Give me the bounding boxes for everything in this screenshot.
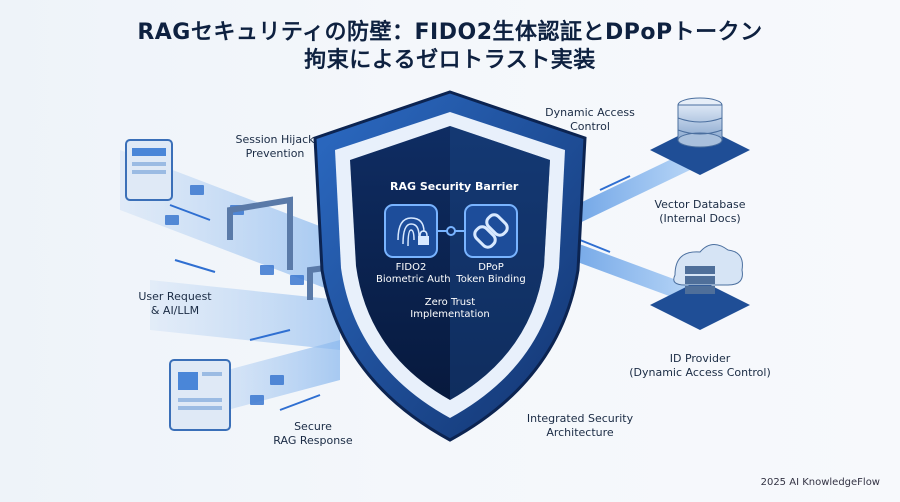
fido-label: FIDO2 Biometric Auth xyxy=(376,262,451,286)
id-provider-label: ID Provider (Dynamic Access Control) xyxy=(615,352,785,380)
zero-trust-line-1: Zero Trust xyxy=(424,297,476,308)
fingerprint-lock-icon xyxy=(384,204,438,258)
right-data-streams xyxy=(545,155,690,300)
title-line-1: RAGセキュリティの防壁：FIDO2生体認証とDPoPトークン xyxy=(137,20,763,45)
id-provider-line-1: ID Provider xyxy=(669,352,731,365)
secure-response-line-1: Secure xyxy=(294,420,332,433)
browser-window-icon xyxy=(125,139,173,201)
vector-database-icon xyxy=(650,97,750,175)
integrated-architecture-line-1: Integrated Security xyxy=(526,412,634,425)
secure-response-label: Secure RAG Response xyxy=(258,420,368,448)
id-provider-line-2: (Dynamic Access Control) xyxy=(629,366,771,379)
left-arrows xyxy=(169,204,321,411)
response-window-icon xyxy=(169,359,231,431)
security-shield xyxy=(313,90,587,442)
dynamic-access-label: Dynamic Access Control xyxy=(530,106,650,134)
user-request-label: User Request & AI/LLM xyxy=(120,290,230,318)
dynamic-access-line-1: Dynamic Access xyxy=(545,106,635,119)
integrated-architecture-line-2: Architecture xyxy=(546,426,614,439)
title-line-2: 拘束によるゼロトラスト実装 xyxy=(304,48,596,73)
middle-stream xyxy=(150,280,340,350)
fido-label-line-1: FIDO2 xyxy=(395,262,427,273)
session-hijack-label: Session Hijack Prevention xyxy=(220,133,330,161)
chain-link-icon xyxy=(464,204,518,258)
session-hijack-line-1: Session Hijack xyxy=(235,133,315,146)
zero-trust-line-2: Implementation xyxy=(410,309,490,320)
id-provider-icon xyxy=(650,244,750,330)
session-hijack-line-2: Prevention xyxy=(245,147,305,160)
user-request-line-1: User Request xyxy=(138,290,212,303)
vector-database-label: Vector Database (Internal Docs) xyxy=(640,198,760,226)
connector-node xyxy=(446,226,456,236)
dynamic-access-line-2: Control xyxy=(570,120,610,133)
zero-trust-label: Zero Trust Implementation xyxy=(400,297,500,321)
vector-database-line-1: Vector Database xyxy=(654,198,746,211)
dpop-label-line-1: DPoP xyxy=(478,262,504,273)
secure-response-line-2: RAG Response xyxy=(273,434,353,447)
vector-database-line-2: (Internal Docs) xyxy=(659,212,741,225)
fido-label-line-2: Biometric Auth xyxy=(376,274,451,285)
user-request-line-2: & AI/LLM xyxy=(150,304,200,317)
footer-credit: 2025 AI KnowledgeFlow xyxy=(760,477,880,488)
shield-header: RAG Security Barrier xyxy=(390,180,519,193)
dpop-label-line-2: Token Binding xyxy=(456,274,526,285)
dpop-label: DPoP Token Binding xyxy=(456,262,526,286)
integrated-architecture-label: Integrated Security Architecture xyxy=(510,412,650,440)
